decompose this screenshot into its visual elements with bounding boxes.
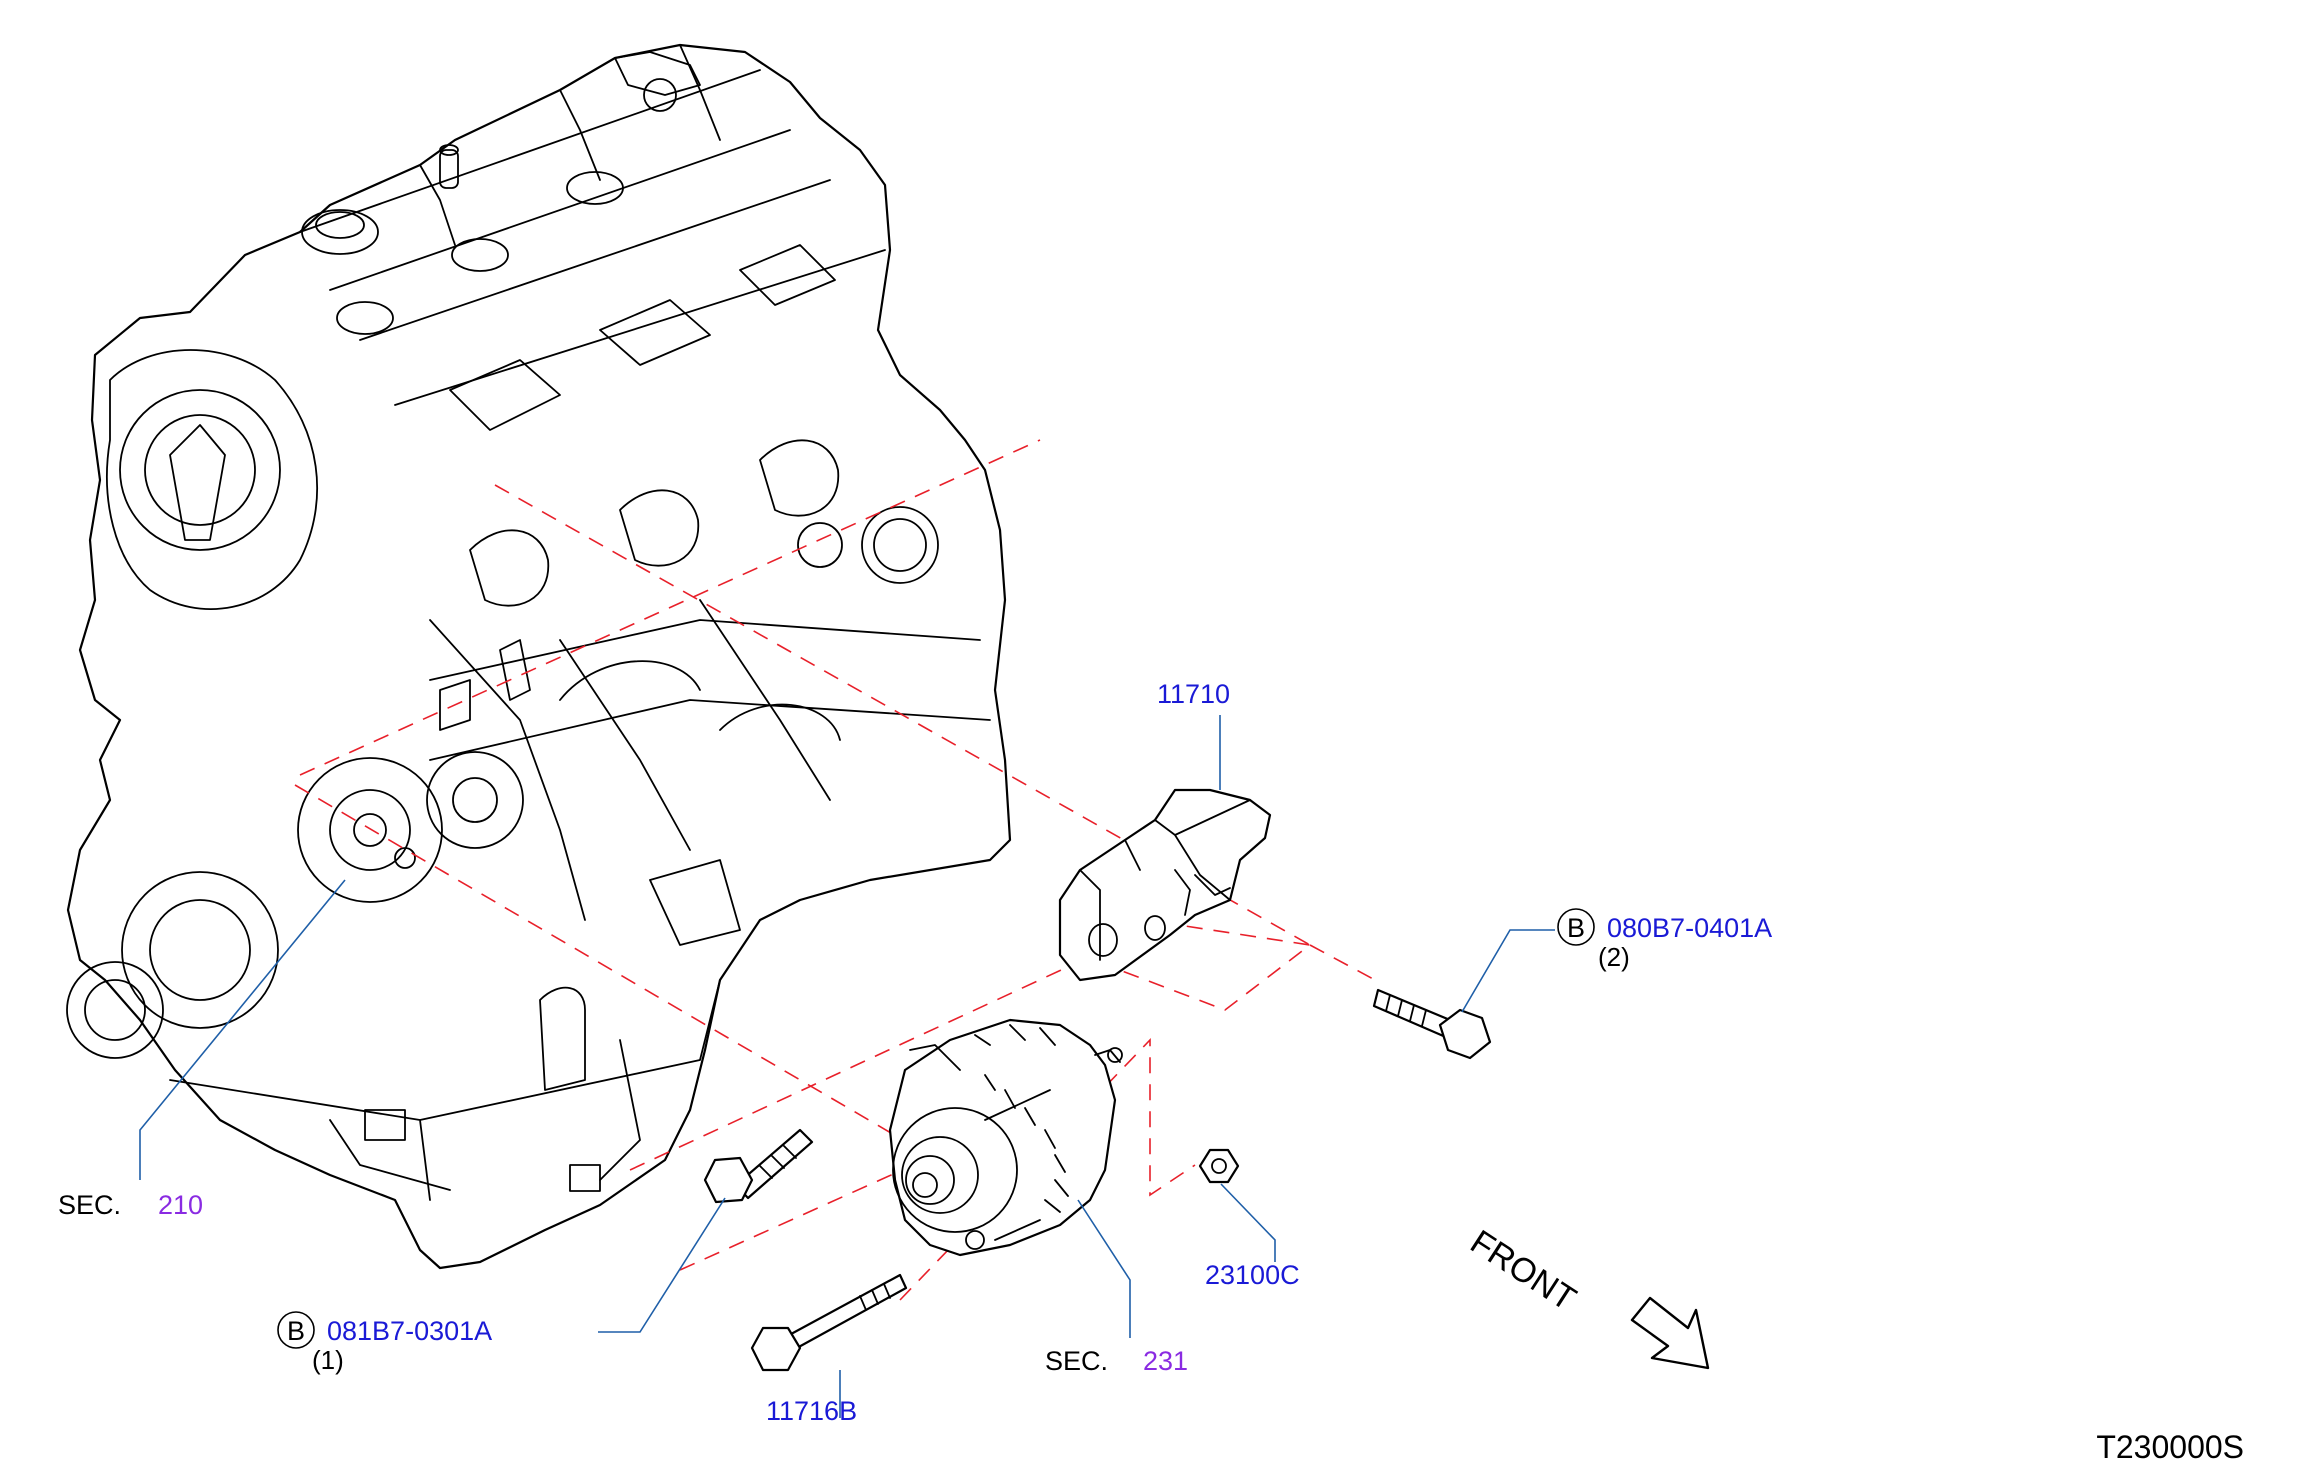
- alternator: [888, 1018, 1123, 1257]
- bolt-marker-circle: [1557, 908, 1595, 946]
- section-label: SEC.: [58, 1190, 121, 1220]
- figure-code: T230000S: [2096, 1429, 2244, 1465]
- part-number-11716b[interactable]: 11716B: [766, 1396, 857, 1426]
- bolt-081b7-0301a: [703, 1128, 814, 1204]
- leader-lines: [139, 715, 1555, 1418]
- bolt-callout-080b7-0401a[interactable]: B 080B7-0401A (2): [1557, 908, 1772, 972]
- bolt-11716b: [750, 1273, 908, 1372]
- front-arrow-icon: [1630, 1296, 1710, 1370]
- front-indicator: FRONT: [1464, 1223, 1710, 1370]
- part-number-11710[interactable]: 11710: [1157, 679, 1230, 709]
- section-number-231[interactable]: 231: [1143, 1346, 1188, 1376]
- bracket-11710: [1058, 788, 1272, 982]
- bolt-number-081b7-0301a[interactable]: 081B7-0301A: [327, 1316, 492, 1346]
- part-number-23100c[interactable]: 23100C: [1205, 1260, 1300, 1290]
- section-number-210[interactable]: 210: [158, 1190, 203, 1220]
- bolt-callout-081b7-0301a[interactable]: B 081B7-0301A (1): [277, 1311, 492, 1375]
- bolt-080b7-0401a: [1372, 988, 1492, 1060]
- front-label: FRONT: [1464, 1223, 1583, 1319]
- nut-23100c: [1198, 1148, 1240, 1184]
- bolt-quantity-081b7-0301a: (1): [312, 1345, 344, 1375]
- section-ref-210[interactable]: SEC. 210: [58, 1190, 203, 1220]
- engine-assembly: [66, 43, 1012, 1270]
- section-label: SEC.: [1045, 1346, 1108, 1376]
- bolt-marker-letter: B: [1567, 913, 1585, 943]
- bolt-marker-circle: [277, 1311, 315, 1349]
- section-ref-231[interactable]: SEC. 231: [1045, 1346, 1188, 1376]
- bolt-marker-letter: B: [287, 1316, 305, 1346]
- bolt-number-080b7-0401a[interactable]: 080B7-0401A: [1607, 913, 1772, 943]
- bolt-quantity-080b7-0401a: (2): [1598, 942, 1630, 972]
